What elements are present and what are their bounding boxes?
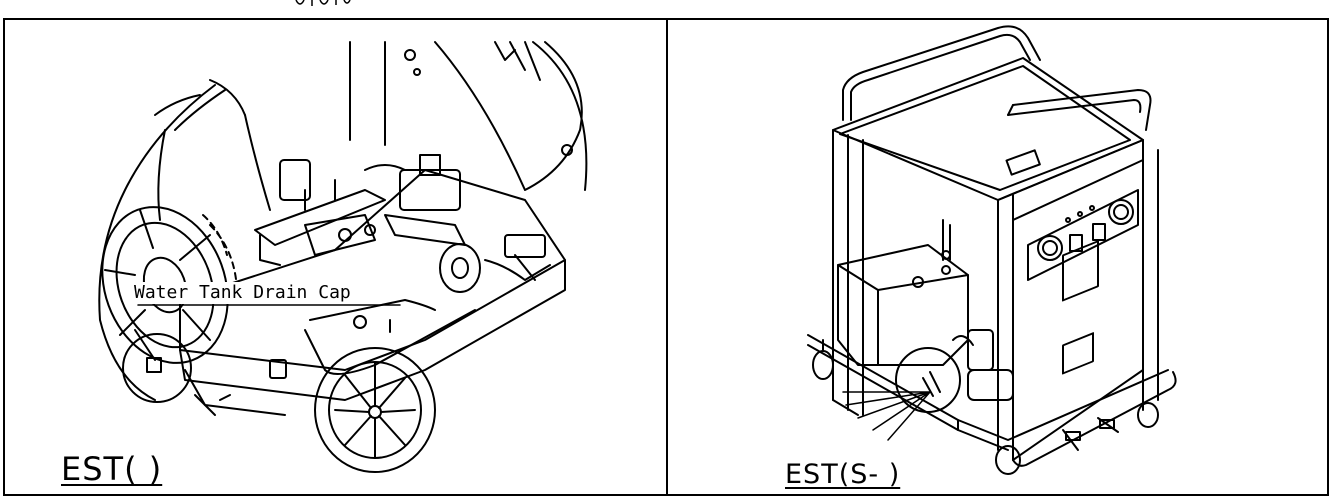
figure-caption-left: EST( ): [61, 450, 163, 488]
figure-caption-right: EST(S- ): [785, 459, 901, 490]
figure-right: EST(S- ): [668, 20, 1327, 494]
machine-illustration-left: [98, 41, 588, 473]
figure-table: Water Tank Drain Cap EST( ): [3, 18, 1329, 496]
top-clipped-text: [0, 0, 1334, 18]
clipped-heading-fragment: [295, 0, 351, 6]
water-tank-drain-cap-label: Water Tank Drain Cap: [133, 282, 352, 304]
machine-illustration-right: [807, 25, 1177, 475]
figure-left: Water Tank Drain Cap EST( ): [5, 20, 668, 494]
